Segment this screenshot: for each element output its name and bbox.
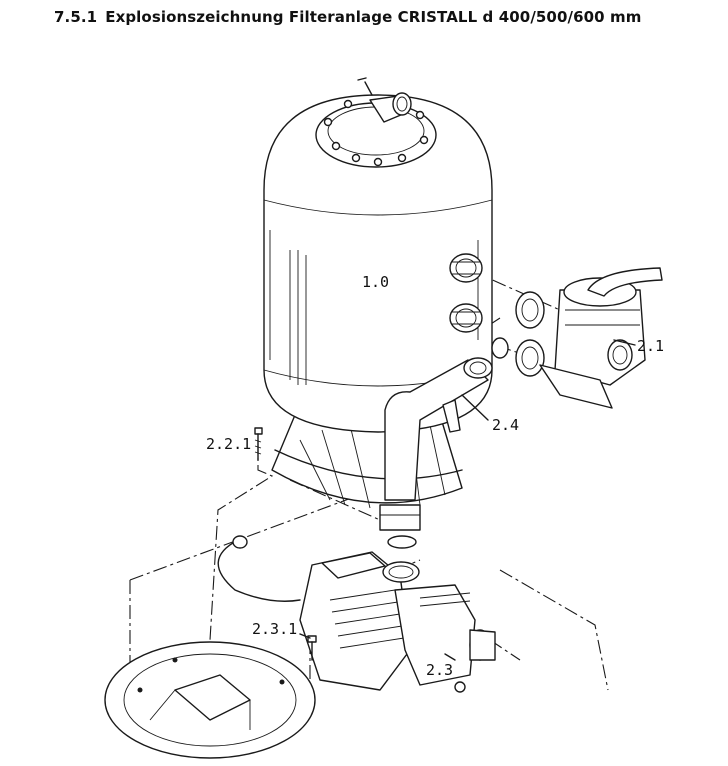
base-plate — [104, 641, 316, 759]
title-text: Explosionszeichnung Filteranlage CRISTAL… — [105, 8, 642, 26]
label-screw-filter: 2.2.1 — [206, 435, 251, 453]
tank-nozzles — [449, 253, 483, 333]
pump — [299, 551, 496, 693]
unions — [491, 291, 545, 377]
o-ring-seal — [387, 535, 417, 549]
label-pipe: 2.4 — [492, 416, 519, 434]
page-title: 7.5.1 Explosionszeichnung Filteranlage CR… — [54, 8, 641, 26]
multiport-valve — [539, 267, 663, 409]
pressure-gauge — [357, 77, 412, 123]
label-screw-pump: 2.3.1 — [252, 620, 297, 638]
power-cable — [217, 535, 301, 602]
section-number: 7.5.1 — [54, 8, 98, 26]
label-tank: 1.0 — [362, 273, 389, 291]
screw-filter — [254, 427, 263, 461]
label-pump: 2.3 — [426, 661, 453, 679]
leader-lines — [299, 339, 636, 661]
tank-lid — [315, 99, 437, 168]
label-valve: 2.1 — [637, 337, 664, 355]
